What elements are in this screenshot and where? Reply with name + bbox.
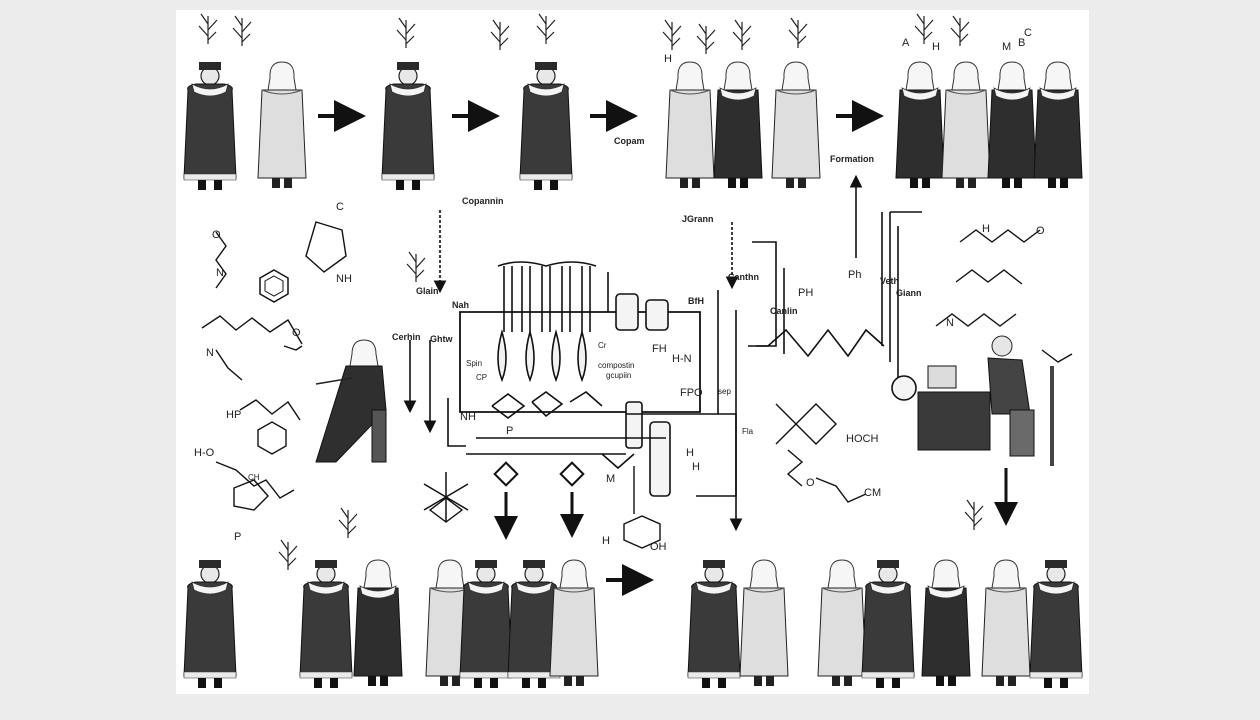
- person-woman-14: [921, 559, 971, 687]
- label-o-right: O: [1036, 225, 1045, 237]
- label-hoch: HOCH: [846, 433, 878, 445]
- label-c: C: [336, 201, 344, 213]
- label-m-mid: M: [606, 473, 615, 485]
- label-p-low: P: [234, 531, 241, 543]
- label-ph: PH: [798, 287, 813, 299]
- label-bfh: BfH: [688, 296, 704, 306]
- man-at-desk: [917, 335, 1054, 466]
- label-ch-on: CH: [248, 473, 260, 482]
- label-compostin-1: Cr: [598, 341, 607, 350]
- label-h-top: H: [664, 53, 672, 65]
- label-hp: HP: [226, 409, 241, 421]
- label-fpo: FPO: [680, 387, 703, 399]
- person-woman-1: [257, 61, 307, 189]
- person-woman-9: [353, 559, 403, 687]
- person-man-8: [687, 559, 741, 689]
- person-woman-6: [941, 61, 991, 189]
- label-copannin: Copannin: [462, 196, 504, 206]
- central-apparatus: [403, 174, 922, 532]
- label-glaih: Glain: [416, 286, 439, 296]
- person-man-9: [861, 559, 915, 689]
- label-n-1: N: [216, 267, 224, 279]
- diagram-canvas: H A H M B C C O N O NH N HP H-O CH P: [176, 10, 1089, 694]
- person-man-10: [1029, 559, 1083, 689]
- label-spin-1: Spin: [466, 359, 482, 368]
- label-giann: Giann: [896, 288, 922, 298]
- label-h-mid: H: [686, 447, 694, 459]
- top-row-people: [183, 61, 1083, 191]
- label-cerhin: Cerhin: [392, 332, 421, 342]
- label-h-ring: H: [602, 535, 610, 547]
- person-man-4: [183, 559, 237, 689]
- person-woman-7: [987, 61, 1037, 189]
- label-hn: H-N: [672, 353, 692, 365]
- label-o-1: O: [212, 229, 221, 241]
- label-formation: Formation: [830, 154, 874, 164]
- label-m-top: M: [1002, 41, 1011, 53]
- label-compostin-2: compostin: [598, 361, 634, 370]
- pathway-diagram: H A H M B C C O N O NH N HP H-O CH P: [183, 13, 1083, 689]
- label-ghtw: Ghtw: [430, 334, 453, 344]
- person-man-1: [183, 61, 237, 191]
- label-o-mid: O: [806, 477, 815, 489]
- person-man-5: [299, 559, 353, 689]
- label-compostin-3: gcupiin: [606, 371, 631, 380]
- person-woman-4: [771, 61, 821, 189]
- label-sep: sep: [718, 387, 731, 396]
- label-n-2: N: [206, 347, 214, 359]
- label-jgrann: JGrann: [682, 214, 714, 224]
- center-labels: Copam Copannin JGrann Formation Canthn C…: [392, 136, 922, 553]
- label-canthn: Canthn: [728, 272, 759, 282]
- label-n-right: N: [946, 317, 954, 329]
- person-woman-11: [549, 559, 599, 687]
- label-o-2: O: [292, 327, 301, 339]
- label-nh-mid: NH: [460, 411, 476, 423]
- person-woman-12: [739, 559, 789, 687]
- label-cm: CM: [864, 487, 881, 499]
- label-nah: Nah: [452, 300, 469, 310]
- left-chemistry: [201, 221, 347, 511]
- label-canlin: Canlin: [770, 306, 798, 316]
- person-man-2: [381, 61, 435, 191]
- person-man-3: [519, 61, 573, 191]
- right-chemistry: [428, 229, 1073, 549]
- label-a-top: A: [902, 37, 910, 49]
- label-fla: Fla: [742, 427, 754, 436]
- bottom-down-arrows: [493, 461, 1018, 596]
- label-hh: H: [692, 461, 700, 473]
- top-letter-labels: H A H M B C: [664, 27, 1032, 65]
- person-woman-8: [1033, 61, 1083, 189]
- person-woman-15: [981, 559, 1031, 687]
- label-c2-top: C: [1024, 27, 1032, 39]
- label-spin-2: CP: [476, 373, 487, 382]
- person-woman-2: [665, 61, 715, 189]
- bottom-plants: [278, 499, 984, 571]
- label-copam: Copam: [614, 136, 645, 146]
- label-b-top: B: [1018, 37, 1025, 49]
- person-man-6: [459, 559, 513, 689]
- label-h-o: H-O: [194, 447, 215, 459]
- right-chem-labels: H O HOCH CM O N: [806, 223, 1045, 499]
- left-chem-labels: C O N O NH N HP H-O CH P: [194, 201, 352, 543]
- person-woman-3: [713, 61, 763, 189]
- label-nh: NH: [336, 273, 352, 285]
- snowflake-icon: [423, 472, 469, 522]
- seated-woman: [315, 339, 387, 463]
- column-tubes: [497, 261, 597, 332]
- top-plants: [198, 13, 970, 283]
- label-fh: FH: [652, 343, 667, 355]
- label-h2-top: H: [932, 41, 940, 53]
- label-h-right: H: [982, 223, 990, 235]
- label-p-mid: P: [506, 425, 513, 437]
- label-veth: Veth: [880, 276, 899, 286]
- label-ph2: Ph: [848, 269, 861, 281]
- person-woman-5: [895, 61, 945, 189]
- label-oh-ring: OH: [650, 541, 667, 553]
- person-woman-13: [817, 559, 867, 687]
